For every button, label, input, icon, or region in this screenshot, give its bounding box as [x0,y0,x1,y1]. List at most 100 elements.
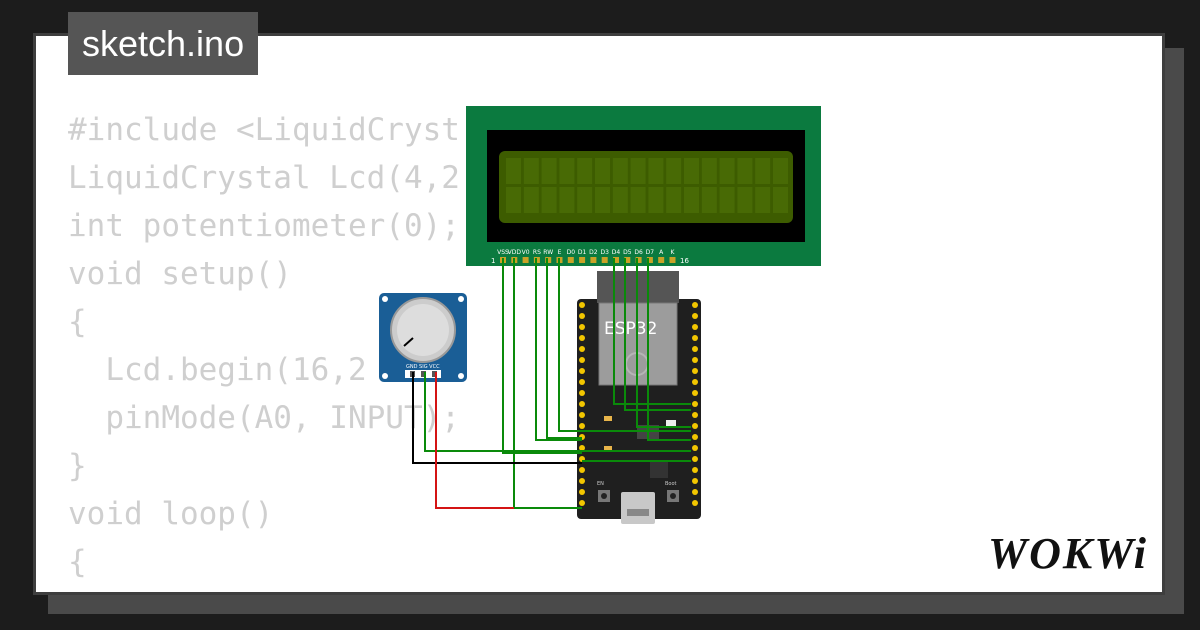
esp32-pin [579,412,585,418]
esp32-pin [692,346,698,352]
esp32-pin [579,335,585,341]
code-line: pinMode(A0, INPUT); [68,400,460,436]
smd-component [666,420,676,428]
esp32-pin [692,302,698,308]
lcd-pin [658,257,665,263]
usb-port[interactable] [621,492,655,524]
wires [412,258,691,509]
pot-knob-indicator [403,337,414,347]
esp32-chip-label: ESP32 [604,319,657,339]
lcd-pin [545,257,552,263]
esp32-pin [692,500,698,506]
smd-component [604,446,612,451]
wire-d6 [636,258,691,428]
lcd-pin [601,257,608,263]
esp32-pin [579,390,585,396]
esp32-pin [579,346,585,352]
lcd-char-cell [577,187,593,213]
code-line: #include <LiquidCryst [68,112,460,148]
esp32-pin [579,489,585,495]
file-tab[interactable]: sketch.ino [68,12,259,75]
lcd-char-cell [666,158,682,184]
lcd-pin-label: E [558,249,562,256]
boot-label: Boot [665,481,677,487]
lcd-pin-label: D7 [646,249,655,256]
esp32-pin [579,478,585,484]
esp32-pins-right [692,302,698,506]
lcd-char-cell [737,187,753,213]
lcd-pin-last: 16 [680,257,689,265]
lcd-pin-label: K [671,249,676,256]
lcd-pin-first: 1 [491,257,495,265]
wire-pot-vcc [435,372,514,509]
lcd-char-cell [719,158,735,184]
lcd-char-cell [684,158,699,184]
potentiometer[interactable]: GND SIG VCC [379,293,467,382]
lcd-char-cell [506,158,521,184]
lcd-pin [635,257,642,263]
lcd-pin-label: VSS [497,249,509,256]
wire-pot-gnd [412,372,582,464]
esp32-pin [692,412,698,418]
esp32-pin [692,478,698,484]
pot-pin-labels: GND SIG VCC [406,364,440,370]
wokwi-logo: WOKWi [988,529,1148,578]
code-line: void loop() [68,496,274,532]
esp32-pin [692,324,698,330]
esp32-board[interactable]: ESP32 Boot EN [577,271,701,524]
esp32-pin [692,368,698,374]
en-label: EN [597,481,604,487]
lcd-char-cell [648,187,664,213]
lcd-pin [624,257,631,263]
esp32-pin [692,423,698,429]
lcd-pin [590,257,597,263]
lcd-pin [522,257,529,263]
esp32-pin [579,379,585,385]
code-line: int potentiometer(0); [68,208,460,244]
esp32-pin [579,423,585,429]
esp32-pin [692,390,698,396]
lcd-pin-label: RW [543,249,553,256]
mount-hole [458,373,464,379]
pot-knob-face [397,304,449,356]
lcd-char-cell [666,187,682,213]
esp32-regulator [650,460,668,478]
lcd-char-cell [701,187,717,213]
lcd-pin-label: A [659,249,664,256]
lcd-pin-label: V0 [522,249,530,256]
esp32-pin [692,313,698,319]
usb-port-opening [627,509,649,516]
wire-pot-sig [424,372,691,452]
lcd-char-cell [577,158,593,184]
mount-hole [382,373,388,379]
lcd-char-cell [595,158,610,184]
mount-hole [458,296,464,302]
lcd-char-cell [595,187,610,213]
esp32-pin [692,489,698,495]
lcd-char-cell [612,158,628,184]
esp32-pin [692,357,698,363]
esp32-pin [692,467,698,473]
esp32-pin [579,467,585,473]
lcd-pin-label: D6 [634,249,643,256]
lcd-char-cell [773,187,788,213]
esp32-pin [692,335,698,341]
pot-pin [432,371,437,377]
lcd-char-cell [648,158,664,184]
lcd-pin-label: D4 [612,249,621,256]
lcd-pin [669,257,676,263]
lcd-char-cell [773,158,788,184]
lcd-char-cell [523,187,539,213]
boot-button-cap [670,493,676,499]
lcd-pin [579,257,586,263]
wire-vss [502,258,582,454]
lcd-char-cell [541,187,557,213]
lcd-char-cell [701,158,717,184]
lcd-char-cell [719,187,735,213]
lcd-char-cell [506,187,521,213]
lcd-char-cell [541,158,557,184]
